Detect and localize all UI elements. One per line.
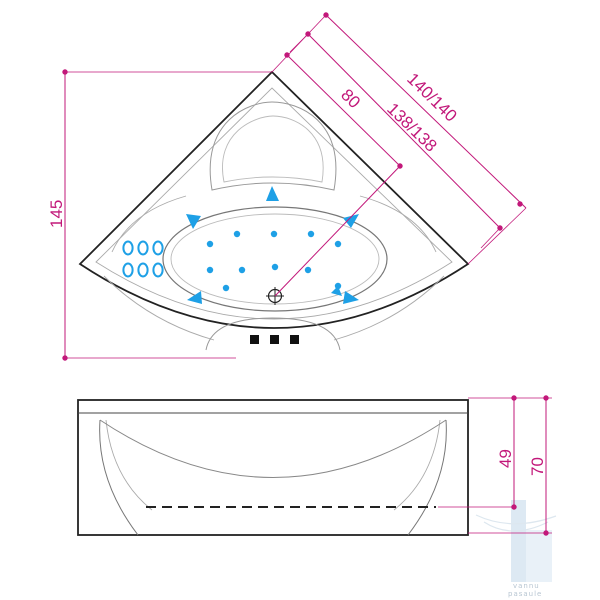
side-dimensions bbox=[438, 395, 552, 536]
dim-label-49: 49 bbox=[496, 449, 515, 468]
side-jet-icon bbox=[266, 186, 279, 201]
front-panel bbox=[205, 317, 341, 351]
right-armrest bbox=[359, 195, 437, 253]
watermark-brand-line2: pasaule bbox=[508, 590, 542, 598]
side-left-contour bbox=[99, 419, 139, 536]
side-right-contour-inner bbox=[393, 419, 441, 511]
control-jet-group bbox=[122, 240, 164, 278]
panel-button bbox=[270, 335, 279, 344]
body-jet-icon bbox=[304, 266, 312, 274]
side-outer-panel bbox=[77, 399, 469, 536]
control-jet-icon bbox=[122, 240, 134, 256]
side-jet-icon bbox=[331, 286, 342, 296]
side-jet-icon bbox=[343, 214, 359, 228]
body-jet-icon bbox=[270, 230, 278, 238]
side-view bbox=[77, 399, 469, 536]
panel-button bbox=[290, 335, 299, 344]
body-jet-icon bbox=[233, 230, 241, 238]
watermark-brand-line1: vannu bbox=[513, 582, 540, 590]
body-jet-icon bbox=[238, 266, 246, 274]
watermark-logo: vannu pasaule bbox=[475, 500, 557, 598]
side-basin-curve bbox=[99, 419, 447, 478]
left-armrest bbox=[111, 195, 187, 253]
body-jet-icon bbox=[334, 240, 342, 248]
dim-line-80 bbox=[286, 54, 401, 167]
side-jet-icon bbox=[187, 291, 202, 304]
control-jet-icon bbox=[122, 262, 134, 278]
seat-depth-guide bbox=[274, 165, 401, 297]
dim-label-145: 145 bbox=[47, 200, 66, 228]
body-jet-group bbox=[206, 230, 342, 292]
body-jet-icon bbox=[206, 240, 214, 248]
top-view bbox=[78, 70, 470, 351]
control-panel-buttons bbox=[250, 335, 299, 344]
side-left-contour-inner bbox=[105, 419, 153, 511]
side-jet-icon bbox=[343, 291, 359, 304]
right-seat-curve bbox=[333, 275, 445, 341]
headrest-inner bbox=[222, 115, 324, 183]
control-jet-icon bbox=[152, 240, 164, 256]
body-jet-icon bbox=[271, 263, 279, 271]
control-jet-icon bbox=[152, 262, 164, 278]
left-seat-curve bbox=[103, 275, 215, 341]
side-jet-icon bbox=[186, 214, 201, 229]
side-jet-group bbox=[186, 186, 359, 304]
top-dimensions bbox=[62, 12, 527, 361]
side-right-contour bbox=[407, 419, 447, 536]
dim-label-70: 70 bbox=[528, 457, 547, 476]
body-jet-icon bbox=[206, 266, 214, 274]
headrest bbox=[209, 101, 337, 191]
tub-rim-line bbox=[95, 87, 453, 320]
control-jet-icon bbox=[137, 262, 149, 278]
control-jet-icon bbox=[137, 240, 149, 256]
dim-line-140 bbox=[325, 14, 527, 209]
body-jet-icon bbox=[222, 284, 230, 292]
panel-button bbox=[250, 335, 259, 344]
dim-line-138 bbox=[307, 33, 501, 229]
basin-outer bbox=[162, 206, 388, 312]
body-jet-icon bbox=[307, 230, 315, 238]
